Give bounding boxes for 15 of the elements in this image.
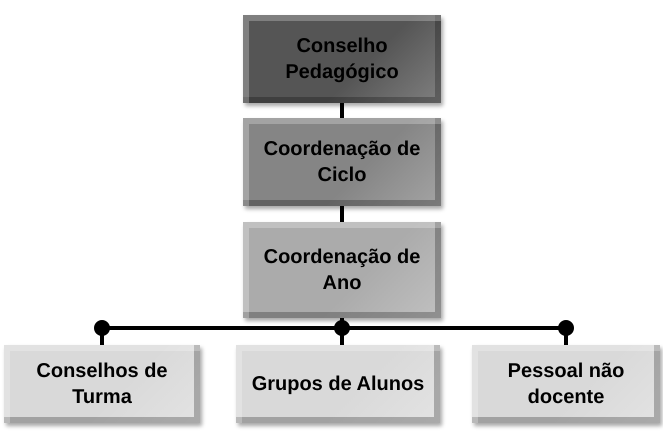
connector-line	[340, 206, 344, 222]
box-label: Pessoal não docente	[506, 359, 626, 410]
connector-line	[340, 103, 344, 118]
process-box	[236, 345, 440, 423]
process-box	[243, 118, 441, 206]
process-box	[243, 222, 441, 318]
box-label: Coordenação de Ciclo	[262, 137, 422, 188]
process-box	[472, 345, 660, 423]
connector-line	[334, 318, 350, 345]
process-box	[4, 345, 200, 423]
box-label: Conselho Pedagógico	[284, 34, 400, 85]
box-label: Grupos de Alunos	[250, 372, 426, 397]
process-box	[243, 15, 441, 103]
box-label: Coordenação de Ano	[262, 245, 422, 296]
box-label: Conselhos de Turma	[35, 359, 169, 410]
